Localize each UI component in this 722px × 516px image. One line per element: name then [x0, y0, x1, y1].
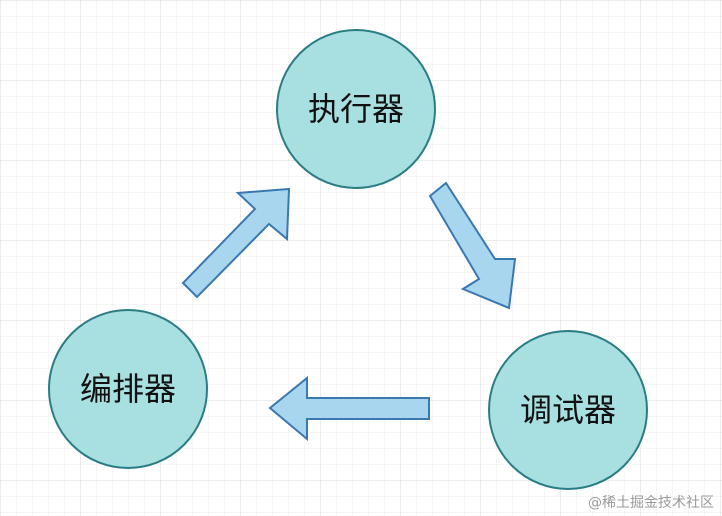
node-debugger-label: 调试器	[520, 391, 616, 429]
node-orchestrator-circle	[48, 309, 208, 469]
node-orchestrator-label: 编排器	[80, 370, 176, 408]
arrow-down-right-icon	[428, 181, 517, 310]
node-executor-circle	[276, 29, 436, 189]
edge-executor-to-debugger	[428, 181, 517, 310]
edge-debugger-to-orchestrator	[268, 375, 430, 442]
node-debugger-circle	[488, 330, 648, 490]
node-orchestrator: 编排器	[48, 309, 208, 469]
node-debugger: 调试器	[488, 330, 648, 490]
node-executor-label: 执行器	[308, 90, 404, 128]
watermark-text: @稀土掘金技术社区	[588, 495, 714, 511]
arrow-left-icon	[268, 375, 430, 442]
arrow-up-right-icon	[181, 187, 291, 299]
node-executor: 执行器	[276, 29, 436, 189]
edge-orchestrator-to-executor	[181, 187, 291, 299]
